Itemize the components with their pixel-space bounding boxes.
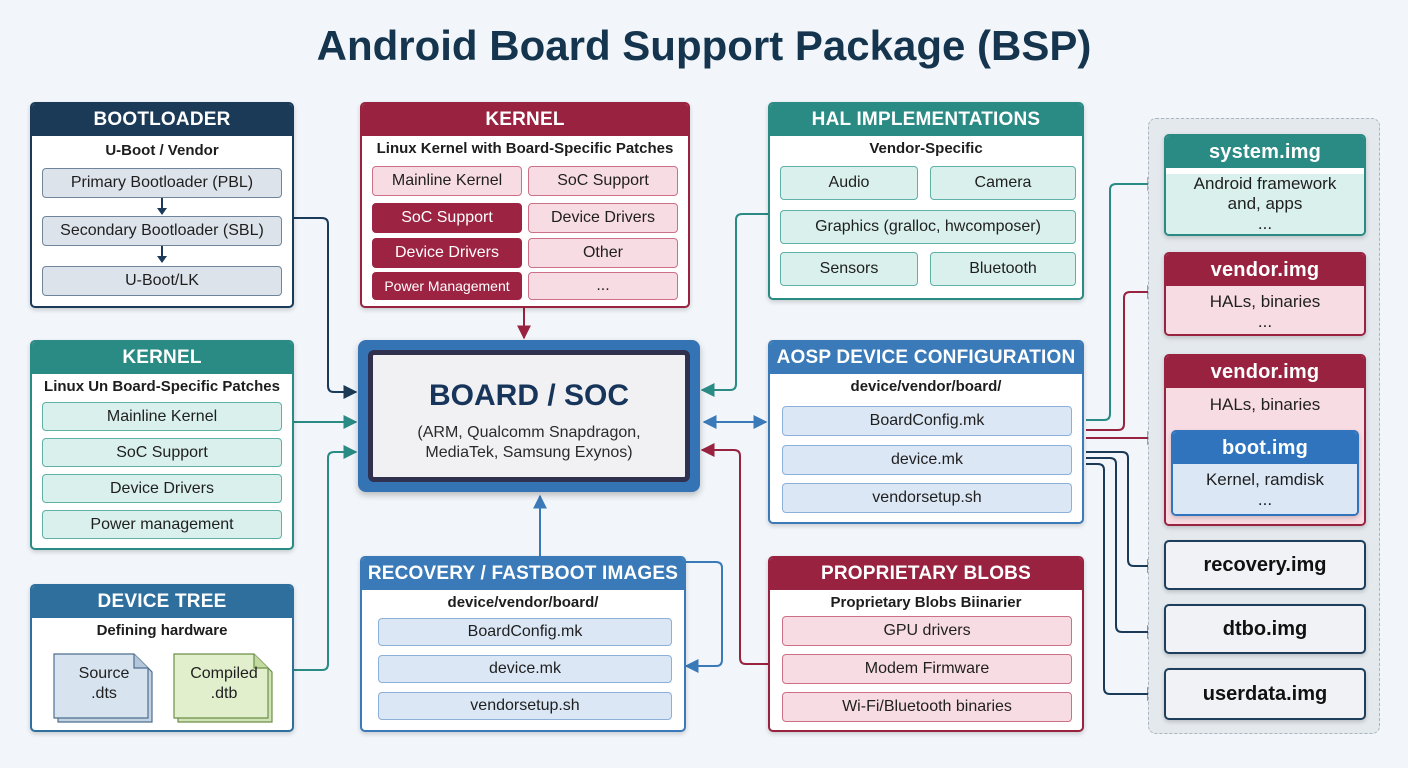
compiled-ext: .dtb bbox=[210, 685, 238, 702]
stage-arrow-icon bbox=[157, 208, 167, 215]
bootloader-header: BOOTLOADER bbox=[32, 104, 292, 136]
board-subtitle-line2: MediaTek, Samsung Exynos) bbox=[425, 444, 633, 461]
connector-hal-board bbox=[700, 213, 768, 397]
device-tree-subtitle: Defining hardware bbox=[96, 622, 228, 639]
bootloader-stage-sbl: Secondary Bootloader (SBL) bbox=[42, 216, 282, 246]
stage-arrow-icon bbox=[161, 198, 163, 210]
system-img-desc: Android framework bbox=[1193, 174, 1337, 193]
recovery-header: RECOVERY / FASTBOOT IMAGES bbox=[362, 558, 684, 590]
source-label: Source bbox=[78, 665, 130, 682]
boot-img-desc: Kernel, ramdisk bbox=[1205, 470, 1325, 489]
hal-item-bluetooth: Bluetooth bbox=[930, 252, 1076, 286]
hal-subtitle: Vendor-Specific bbox=[869, 140, 983, 157]
connector-aosp-userdata bbox=[1086, 463, 1162, 701]
source-dts-file: Source .dts bbox=[52, 650, 156, 724]
hal-item-audio: Audio bbox=[780, 166, 918, 200]
aosp-config-panel: AOSP DEVICE CONFIGURATION device/vendor/… bbox=[768, 340, 1084, 524]
aosp-file: device.mk bbox=[782, 445, 1072, 475]
connector-bootloader-board bbox=[294, 217, 358, 399]
vendor-img-desc: HALs, binaries bbox=[1209, 292, 1321, 311]
kernel-left-item: Device Drivers bbox=[42, 474, 282, 503]
recovery-file: device.mk bbox=[378, 655, 672, 683]
connector-devicetree-board bbox=[294, 445, 358, 671]
kernel-top-item: SoC Support bbox=[528, 166, 678, 196]
page-title: Android Board Support Package (BSP) bbox=[316, 22, 1092, 69]
kernel-top-header: KERNEL bbox=[362, 104, 688, 136]
blobs-header: PROPRIETARY BLOBS bbox=[770, 558, 1082, 590]
kernel-top-panel: KERNEL Linux Kernel with Board-Specific … bbox=[360, 102, 690, 308]
recovery-subtitle: device/vendor/board/ bbox=[447, 594, 599, 611]
vendor-img-name: vendor.img bbox=[1166, 254, 1364, 286]
recovery-file: BoardConfig.mk bbox=[378, 618, 672, 646]
connector-aosp-recoveryimg bbox=[1086, 451, 1162, 573]
blob-item: GPU drivers bbox=[782, 616, 1072, 646]
system-img-panel: system.img Android framework and, apps .… bbox=[1164, 134, 1366, 236]
bootloader-stage-uboot: U-Boot/LK bbox=[42, 266, 282, 296]
compiled-dtb-file: Compiled .dtb bbox=[172, 650, 276, 724]
kernel-left-header: KERNEL bbox=[32, 342, 292, 374]
stage-arrow-icon bbox=[157, 256, 167, 263]
vendor-img-name: vendor.img bbox=[1166, 356, 1364, 388]
vendor-img-desc: ... bbox=[1257, 312, 1273, 331]
hal-item-camera: Camera bbox=[930, 166, 1076, 200]
board-title: BOARD / SOC bbox=[428, 379, 629, 412]
device-tree-panel: DEVICE TREE Defining hardware Source .dt… bbox=[30, 584, 294, 732]
kernel-left-item: Power management bbox=[42, 510, 282, 539]
dtbo-img-box: dtbo.img bbox=[1164, 604, 1366, 654]
document-icon bbox=[53, 653, 153, 723]
system-img-desc: and, apps bbox=[1227, 194, 1303, 213]
kernel-top-item: Power Management bbox=[372, 272, 522, 300]
kernel-left-panel: KERNEL Linux Un Board-Specific Patches M… bbox=[30, 340, 294, 550]
stage-arrow-icon bbox=[161, 246, 163, 258]
kernel-top-item: SoC Support bbox=[372, 203, 522, 233]
blob-item: Modem Firmware bbox=[782, 654, 1072, 684]
hal-item-sensors: Sensors bbox=[780, 252, 918, 286]
blob-item: Wi-Fi/Bluetooth binaries bbox=[782, 692, 1072, 722]
aosp-file: BoardConfig.mk bbox=[782, 406, 1072, 436]
blobs-subtitle: Proprietary Blobs Biinarier bbox=[830, 594, 1022, 611]
board-subtitle-line1: (ARM, Qualcomm Snapdragon, bbox=[417, 424, 641, 441]
userdata-img-box: userdata.img bbox=[1164, 668, 1366, 720]
bootloader-subtitle: U-Boot / Vendor bbox=[105, 142, 219, 159]
source-ext: .dts bbox=[91, 685, 117, 702]
recovery-img-box: recovery.img bbox=[1164, 540, 1366, 590]
system-img-name: system.img bbox=[1166, 136, 1364, 168]
connector-aosp-vendor1 bbox=[1086, 285, 1162, 431]
kernel-top-item: Mainline Kernel bbox=[372, 166, 522, 196]
kernel-left-item: SoC Support bbox=[42, 438, 282, 467]
hal-item-graphics: Graphics (gralloc, hwcomposer) bbox=[780, 210, 1076, 244]
kernel-top-item: ... bbox=[528, 272, 678, 300]
compiled-label: Compiled bbox=[190, 665, 258, 682]
hal-header: HAL IMPLEMENTATIONS bbox=[770, 104, 1082, 136]
recovery-fastboot-panel: RECOVERY / FASTBOOT IMAGES device/vendor… bbox=[360, 556, 686, 732]
device-tree-header: DEVICE TREE bbox=[32, 586, 292, 618]
kernel-top-subtitle: Linux Kernel with Board-Specific Patches bbox=[376, 140, 674, 157]
boot-img-desc: ... bbox=[1257, 490, 1273, 509]
connector-aosp-system bbox=[1086, 177, 1162, 421]
vendor-img-panel-2: vendor.img HALs, binaries boot.img Kerne… bbox=[1164, 354, 1366, 526]
hal-panel: HAL IMPLEMENTATIONS Vendor-Specific Audi… bbox=[768, 102, 1084, 300]
kernel-top-item: Device Drivers bbox=[372, 238, 522, 268]
recovery-file: vendorsetup.sh bbox=[378, 692, 672, 720]
aosp-file: vendorsetup.sh bbox=[782, 483, 1072, 513]
system-img-desc: ... bbox=[1257, 214, 1273, 233]
document-icon bbox=[173, 653, 273, 723]
kernel-left-subtitle: Linux Un Board-Specific Patches bbox=[44, 378, 280, 395]
aosp-subtitle: device/vendor/board/ bbox=[850, 378, 1002, 395]
kernel-left-item: Mainline Kernel bbox=[42, 402, 282, 431]
kernel-top-item: Other bbox=[528, 238, 678, 268]
connector-blobs-board bbox=[700, 443, 768, 665]
kernel-top-item: Device Drivers bbox=[528, 203, 678, 233]
boot-img-name: boot.img bbox=[1173, 432, 1357, 464]
connector-aosp-dtbo bbox=[1086, 457, 1162, 639]
boot-img-panel: boot.img Kernel, ramdisk ... bbox=[1171, 430, 1359, 516]
proprietary-blobs-panel: PROPRIETARY BLOBS Proprietary Blobs Biin… bbox=[768, 556, 1084, 732]
aosp-header: AOSP DEVICE CONFIGURATION bbox=[770, 342, 1082, 374]
vendor-img-panel: vendor.img HALs, binaries ... bbox=[1164, 252, 1366, 336]
bootloader-stage-pbl: Primary Bootloader (PBL) bbox=[42, 168, 282, 198]
bootloader-panel: BOOTLOADER U-Boot / Vendor Primary Bootl… bbox=[30, 102, 294, 308]
vendor-img-desc: HALs, binaries bbox=[1209, 395, 1321, 414]
board-soc-block: BOARD / SOC (ARM, Qualcomm Snapdragon, M… bbox=[358, 340, 700, 492]
